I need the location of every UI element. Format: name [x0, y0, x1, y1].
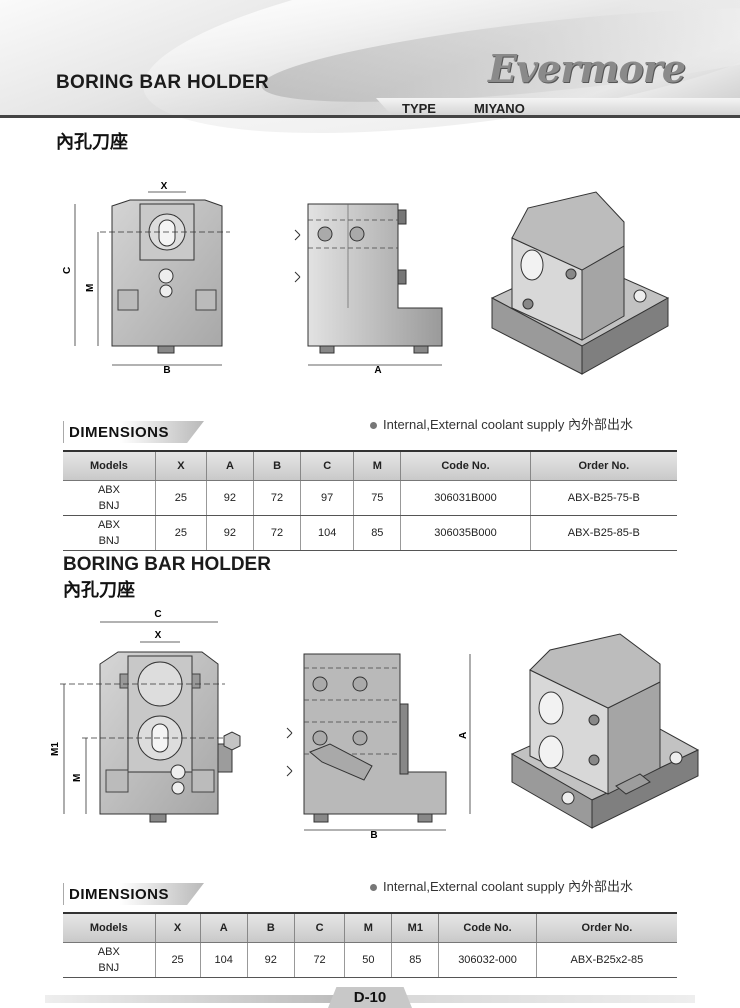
- table-header-row: Models X A B C M M1 Code No. Order No.: [63, 912, 677, 943]
- col-header: X: [154, 912, 201, 943]
- brand-logo: Evermore: [488, 46, 686, 91]
- dim-label-a: A: [458, 732, 469, 739]
- dimensions-label: DIMENSIONS: [69, 886, 170, 903]
- col-header: A: [205, 450, 254, 481]
- col-header: M: [353, 450, 401, 481]
- col-header: B: [246, 912, 295, 943]
- col-header: A: [199, 912, 248, 943]
- dim-label-x: X: [155, 630, 162, 641]
- side-view-drawing: [294, 203, 443, 366]
- dim-label-m1: M1: [50, 742, 61, 756]
- iso-view-2-drawing: [510, 633, 700, 829]
- bullet-icon: [370, 884, 377, 892]
- cell-m: 85: [353, 515, 401, 551]
- col-header: M1: [391, 912, 439, 943]
- col-header: Order No.: [529, 450, 677, 481]
- dim-label-c: C: [154, 609, 161, 620]
- dimensions-tag: [63, 883, 204, 905]
- bullet-icon: [370, 422, 377, 430]
- section1-cn-title: 內孔刀座: [56, 132, 128, 152]
- table-header-row: Models X A B C M Code No. Order No.: [63, 450, 677, 481]
- coolant-note-text: Internal,External coolant supply 內外部出水: [383, 879, 633, 894]
- section2-drawings: C X M1 M A B: [50, 609, 700, 841]
- type-value: MIYANO: [474, 101, 525, 116]
- col-header: C: [300, 450, 354, 481]
- cell-a: 92: [205, 515, 254, 551]
- cell-b: 72: [252, 480, 301, 516]
- cell-a: 92: [205, 480, 254, 516]
- cell-m: 75: [353, 480, 401, 516]
- col-header: B: [252, 450, 301, 481]
- col-header: Models: [63, 912, 156, 943]
- cell-code: 306035B000: [400, 515, 531, 551]
- dim-label-b: B: [163, 365, 170, 376]
- cell-x: 25: [154, 942, 201, 978]
- cell-x: 25: [154, 480, 207, 516]
- page-number: D-10: [353, 989, 387, 1006]
- cell-a: 104: [199, 942, 248, 978]
- col-header: Code No.: [400, 450, 531, 481]
- col-header: Order No.: [535, 912, 677, 943]
- col-header: M: [344, 912, 392, 943]
- coolant-note-text: Internal,External coolant supply 內外部出水: [383, 417, 633, 432]
- dim-label-a: A: [374, 365, 381, 376]
- cell-code: 306031B000: [400, 480, 531, 516]
- cell-c: 97: [300, 480, 354, 516]
- dim-label-m: M: [72, 774, 83, 782]
- coolant-note: Internal,External coolant supply 內外部出水: [370, 876, 633, 895]
- type-label: TYPE: [402, 101, 436, 116]
- dimensions-label: DIMENSIONS: [69, 424, 170, 441]
- cell-m1: 85: [391, 942, 439, 978]
- col-header: Models: [63, 450, 156, 481]
- dim-label-m: M: [85, 284, 96, 292]
- dim-label-b: B: [370, 830, 377, 841]
- cell-c: 72: [293, 942, 345, 978]
- page-title: BORING BAR HOLDER: [56, 72, 270, 93]
- side-view-2-drawing: [286, 653, 471, 831]
- col-header: C: [293, 912, 345, 943]
- section2-cn-title: 內孔刀座: [63, 580, 135, 600]
- cell-x: 25: [154, 515, 207, 551]
- cell-order: ABX-B25x2-85: [535, 942, 677, 978]
- cell-b: 92: [246, 942, 295, 978]
- cell-order: ABX-B25-75-B: [529, 480, 677, 516]
- header-divider: [0, 115, 740, 118]
- cell-order: ABX-B25-85-B: [529, 515, 677, 551]
- front-view-drawing: [74, 191, 230, 366]
- col-header: X: [154, 450, 207, 481]
- iso-view-drawing: [490, 191, 670, 375]
- dim-label-x: X: [161, 181, 168, 192]
- cell-c: 104: [300, 515, 354, 551]
- section2-spec-table: Models X A B C M M1 Code No. Order No. A…: [63, 912, 677, 978]
- dim-label-c: C: [62, 267, 73, 274]
- front-view-2-drawing: [60, 621, 241, 823]
- cell-code: 306032-000: [438, 942, 537, 978]
- cell-m: 50: [344, 942, 392, 978]
- dimensions-tag: [63, 421, 204, 443]
- type-tab: [376, 98, 740, 118]
- col-header: Code No.: [438, 912, 537, 943]
- section1-drawings: X C M B A: [62, 181, 670, 376]
- section2-title: BORING BAR HOLDER: [63, 554, 271, 575]
- cell-b: 72: [252, 515, 301, 551]
- footer-tab: [328, 987, 412, 1008]
- coolant-note: Internal,External coolant supply 內外部出水: [370, 414, 633, 433]
